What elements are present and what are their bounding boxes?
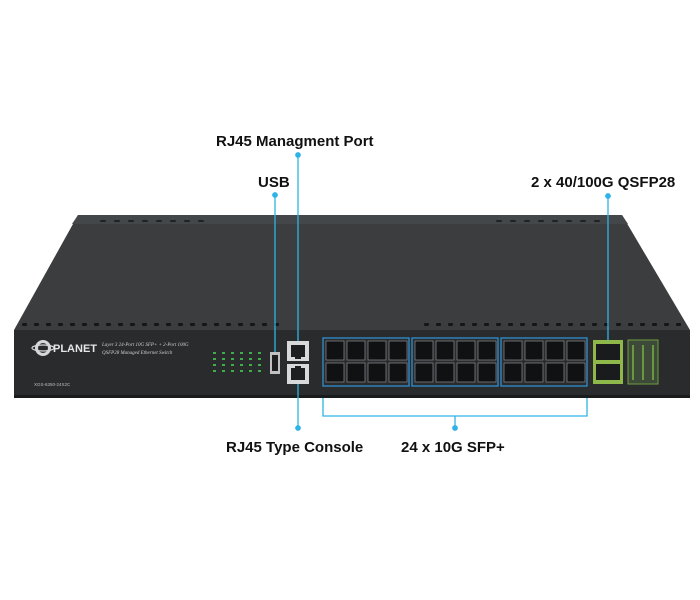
brand-name: PLANET <box>53 343 97 355</box>
label-usb: USB <box>258 174 290 191</box>
planet-logo <box>31 340 55 356</box>
led-indicators <box>213 352 261 372</box>
usb-port <box>270 352 280 374</box>
label-qsfp28: 2 x 40/100G QSFP28 <box>531 174 676 191</box>
fan-module <box>627 339 659 385</box>
front-vents <box>22 323 681 326</box>
sfp-port-group-3 <box>500 337 588 387</box>
chassis-top <box>14 215 690 330</box>
callout-lines <box>272 152 611 431</box>
label-rj45-console: RJ45 Type Console <box>226 439 364 456</box>
label-rj45-management-port: RJ45 Managment Port <box>216 133 374 150</box>
label-sfp: 24 x 10G SFP+ <box>401 439 505 456</box>
device-description-line2: QSFP28 Managed Ethernet Switch <box>102 351 173 356</box>
sfp-port-group-2 <box>411 337 499 387</box>
device-description-line1: Layer 3 24-Port 10G SFP+ + 2-Port 100G <box>101 343 189 348</box>
sfp-port-group-1 <box>322 337 410 387</box>
rj45-console-port <box>287 364 309 384</box>
rj45-management-port <box>287 341 309 361</box>
model-number: XGS-6350-24X2C <box>34 382 71 387</box>
top-vents <box>100 220 600 222</box>
qsfp28-ports <box>593 340 623 384</box>
